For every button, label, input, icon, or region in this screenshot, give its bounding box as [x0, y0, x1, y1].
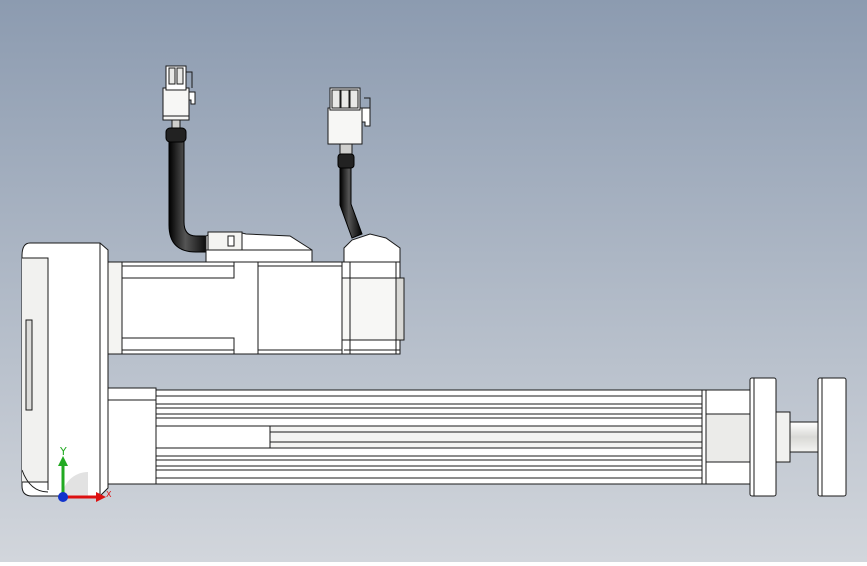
end-cover-slot — [25, 319, 33, 411]
actuator-end-bushing — [705, 413, 751, 463]
cable-connector-2[interactable] — [327, 87, 371, 239]
y-axis-label: Y — [59, 445, 67, 458]
cable-connector-1[interactable] — [162, 65, 211, 253]
motor-mount — [107, 261, 123, 355]
motor-housing-rear — [257, 261, 343, 355]
y-axis-arrow-icon — [58, 456, 68, 466]
rod-collar — [775, 411, 791, 463]
output-rod-assembly[interactable] — [749, 377, 847, 497]
connector-2-housing — [327, 107, 363, 145]
motor-body[interactable] — [107, 231, 405, 355]
connector-2-pin-b — [340, 89, 350, 109]
cable-2-grommet — [337, 153, 355, 169]
connector-1-latch — [188, 91, 196, 105]
x-axis-label: X — [106, 490, 112, 499]
motor-fin-bottom — [121, 337, 235, 355]
motor-fin-top — [121, 261, 235, 279]
terminal-box-screw — [227, 235, 235, 247]
connector-2-pin-a — [331, 89, 341, 109]
terminal-box-cap — [207, 231, 243, 251]
connector-1-housing — [162, 87, 190, 121]
encoder-ring — [341, 277, 401, 341]
actuator-body[interactable] — [107, 387, 751, 485]
output-rod — [789, 421, 819, 453]
triad-shadow-icon — [62, 472, 88, 498]
connector-2-pin-c — [349, 89, 359, 109]
connector-2-clip — [364, 97, 371, 108]
connector-1-pin-b — [176, 67, 184, 85]
x-axis-arrow-icon — [96, 492, 106, 502]
encoder-cap — [343, 233, 401, 263]
z-axis-icon — [58, 492, 68, 502]
coordinate-triad: Y X — [58, 445, 112, 502]
rod-flange-right — [817, 377, 847, 497]
actuator-slot — [269, 425, 703, 449]
actuator-front-block — [107, 387, 157, 485]
connector-1-clip — [186, 71, 193, 88]
encoder-side-panel — [395, 277, 405, 341]
connector-1-pin-a — [168, 67, 176, 85]
cable-1-grommet — [165, 127, 187, 143]
end-cover[interactable] — [21, 242, 109, 497]
